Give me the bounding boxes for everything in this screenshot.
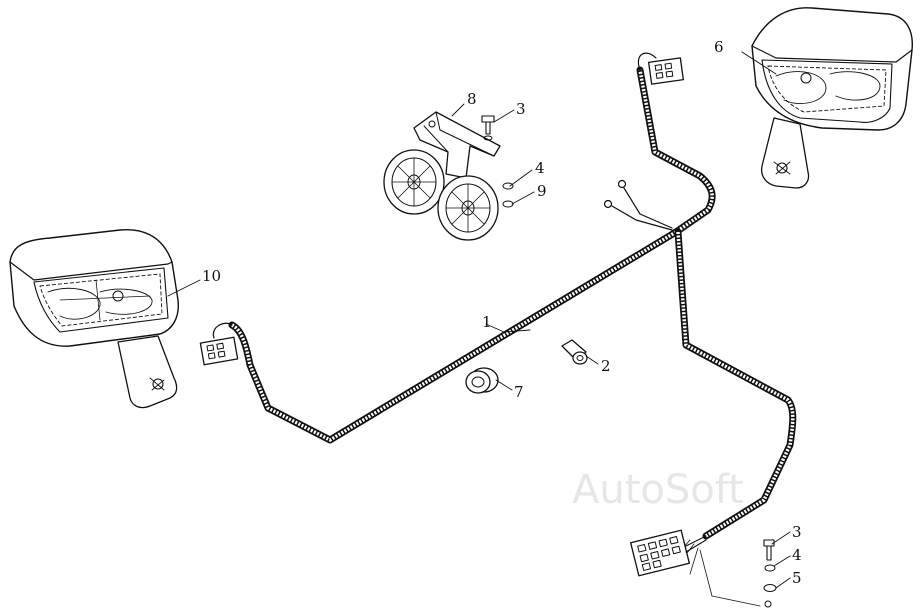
leader-lines: [167, 51, 791, 589]
work-lamp-left: [9, 228, 179, 409]
watermark: AutoSoft: [572, 467, 744, 513]
connector-bottom: [630, 529, 707, 577]
horn-assembly: [383, 111, 514, 241]
callout-8: 8: [467, 90, 477, 108]
callout-4-horn: 4: [535, 159, 545, 177]
callout-10: 10: [202, 267, 221, 285]
callout-labels: 1 2 3 3 4 4 5 6 7 8 9 10: [202, 38, 802, 587]
callout-5: 5: [792, 569, 802, 587]
callout-6: 6: [714, 38, 724, 56]
callout-3-horn: 3: [516, 100, 526, 118]
connector-top-right: [637, 52, 685, 85]
work-lamp-right: [751, 7, 913, 189]
wiring-harness: [228, 66, 797, 607]
callout-4-bottom: 4: [792, 546, 802, 564]
callout-1: 1: [482, 313, 492, 331]
switch-plug: [561, 339, 588, 365]
callout-3-bottom: 3: [792, 523, 802, 541]
grommet: [465, 367, 499, 394]
callout-7: 7: [514, 383, 524, 401]
callout-2: 2: [601, 357, 611, 375]
ground-fasteners: [763, 539, 777, 608]
connector-left: [199, 322, 239, 366]
callout-9: 9: [537, 182, 547, 200]
